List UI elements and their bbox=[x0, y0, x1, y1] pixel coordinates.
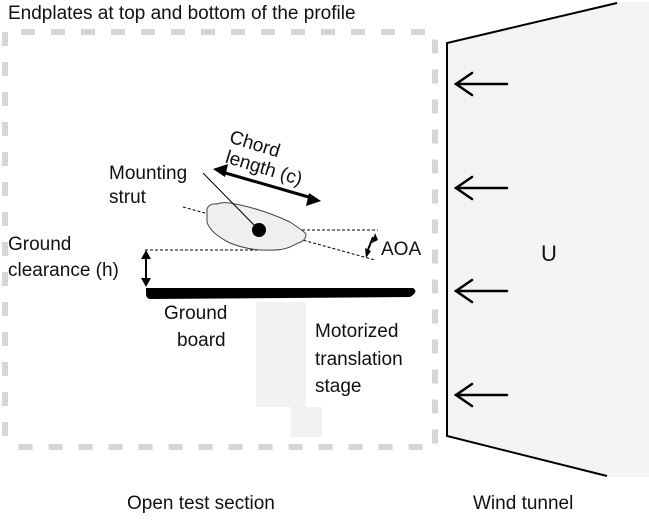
aoa-label: AOA bbox=[381, 239, 422, 260]
endplate-dashed-border bbox=[2, 29, 438, 450]
stage-label-line1: Motorized bbox=[315, 321, 399, 342]
flow-arrow-icon bbox=[453, 382, 509, 408]
ground-board-label-line1: Ground bbox=[164, 303, 228, 324]
chord-line bbox=[182, 206, 376, 261]
freestream-velocity-label: U bbox=[541, 241, 557, 266]
ground-clearance-arrow bbox=[141, 250, 151, 287]
translation-stage bbox=[256, 302, 322, 437]
flow-arrow-icon bbox=[453, 71, 509, 97]
mounting-strut-label-line2: strut bbox=[109, 187, 146, 208]
chord-length-arrow bbox=[213, 164, 321, 206]
flow-arrow-icon bbox=[453, 278, 509, 304]
wind-tunnel-body bbox=[447, 2, 649, 477]
ground-board-label-line2: board bbox=[177, 330, 226, 351]
wind-tunnel-label: Wind tunnel bbox=[473, 493, 574, 514]
aoa-arrow bbox=[365, 233, 378, 258]
mounting-strut-label-line1: Mounting bbox=[109, 163, 188, 184]
wind-tunnel-outline bbox=[446, 2, 618, 477]
reference-lines bbox=[145, 206, 378, 261]
mounting-strut-leader bbox=[202, 172, 257, 228]
ground-clearance-label-line2: clearance (h) bbox=[8, 260, 119, 281]
stage-label-line2: translation bbox=[315, 349, 403, 370]
flow-arrow-icon bbox=[453, 175, 509, 201]
diagram-title: Endplates at top and bottom of the profi… bbox=[8, 3, 356, 24]
stage-label-line3: stage bbox=[315, 376, 362, 397]
mounting-strut-pivot bbox=[252, 223, 266, 237]
ground-board bbox=[146, 288, 416, 299]
flow-arrows bbox=[453, 71, 509, 408]
ground-clearance-label-line1: Ground bbox=[8, 234, 72, 255]
open-test-section-label: Open test section bbox=[127, 493, 275, 514]
